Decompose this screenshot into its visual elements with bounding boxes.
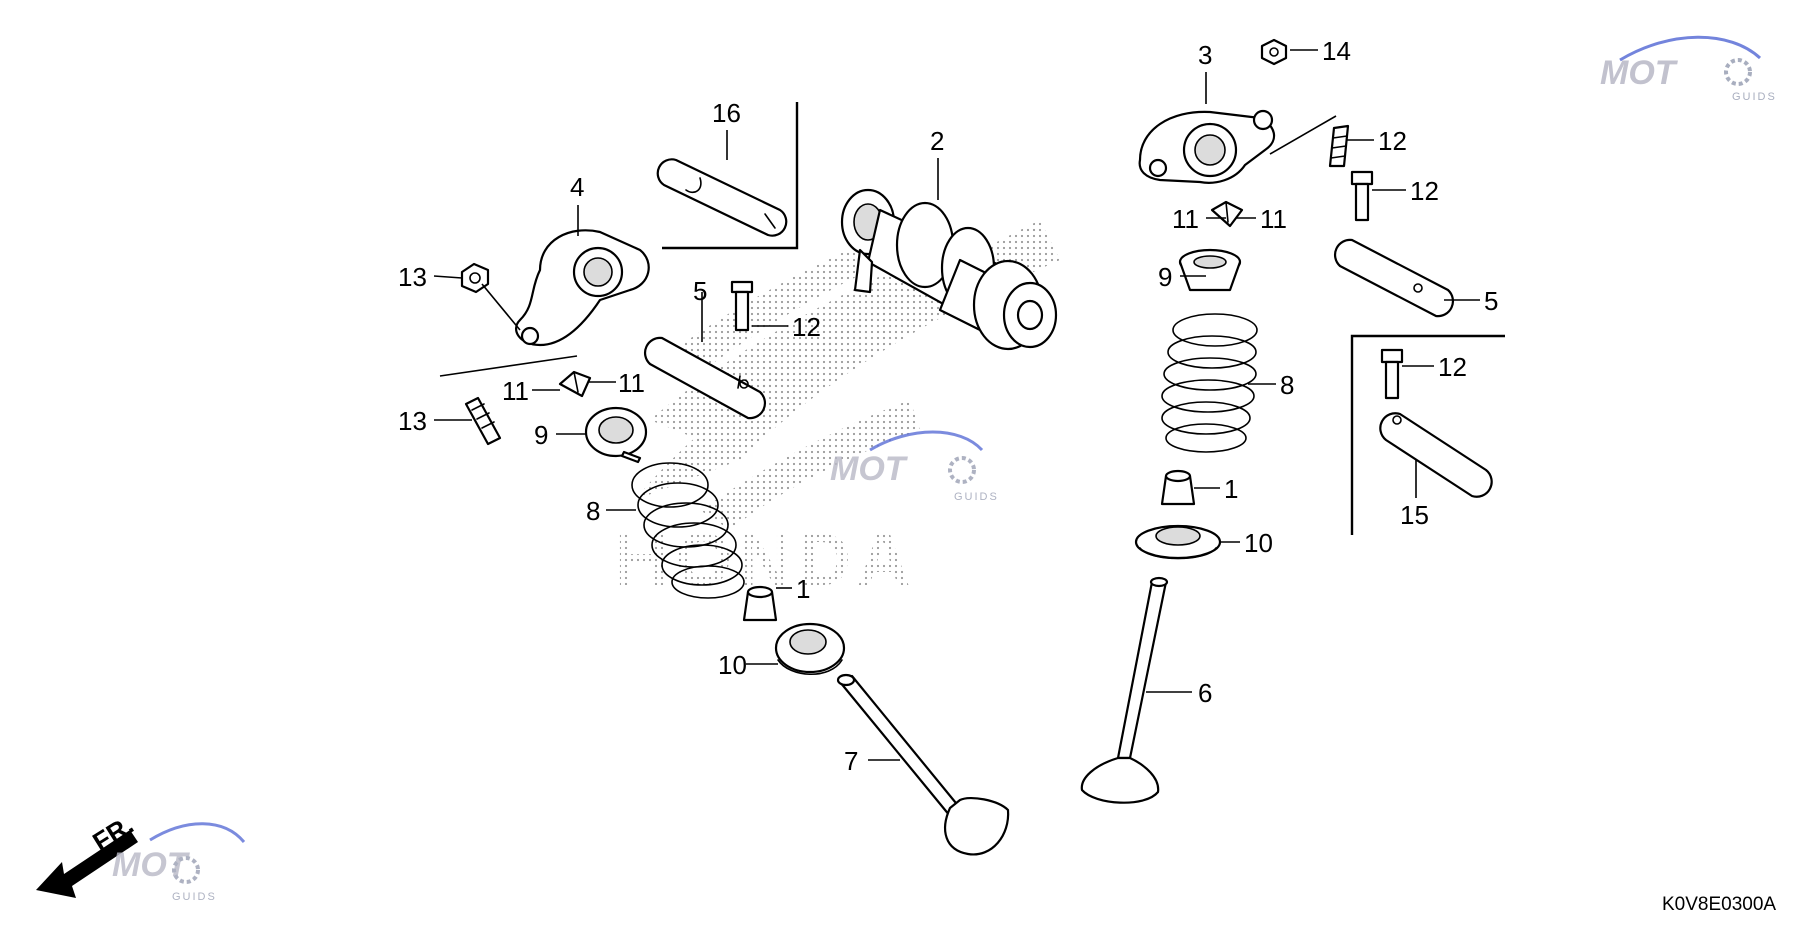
kit-frame-15 (1350, 334, 1505, 535)
callout-8-right: 8 (1280, 370, 1294, 400)
stem-seal-1-right (1160, 469, 1196, 506)
callout-2: 2 (930, 126, 944, 156)
watermark-logo-text: MOT (830, 450, 909, 488)
valve-6 (1080, 576, 1169, 804)
kit-frame-16 (662, 102, 799, 250)
callout-9-right: 9 (1158, 262, 1172, 292)
watermark-tagline: GUIDS (172, 891, 217, 903)
rocker-shaft-5-left (643, 336, 767, 420)
callout-11-right-b: 11 (1260, 204, 1287, 234)
callout-3: 3 (1198, 40, 1212, 70)
drawing-code: K0V8E0300A (1662, 894, 1776, 915)
callout-1-left: 1 (796, 574, 810, 604)
watermark-tagline: GUIDS (954, 491, 999, 503)
callout-12-right-top: 12 (1410, 176, 1439, 206)
valve-7 (836, 673, 1010, 856)
rocker-arm-4 (515, 229, 650, 347)
watermark-tagline: GUIDS (1732, 91, 1777, 103)
callout-11-left-a: 11 (502, 376, 529, 406)
callout-16: 16 (712, 98, 741, 128)
adjusting-screw-13-left (464, 396, 502, 446)
adjusting-screw-13-right (1328, 124, 1350, 168)
spring-seat-10-right (1134, 524, 1222, 560)
callout-12-right-box: 12 (1438, 352, 1467, 382)
camshaft (840, 188, 1058, 351)
valve-spring-8-right (1161, 313, 1258, 453)
lock-nut-14-left (460, 262, 490, 294)
callout-13-right: 12 (1378, 126, 1407, 156)
gear-icon (172, 856, 200, 884)
watermark-logo-center: MOT GUIDS (830, 430, 999, 503)
callouts: 16 2 4 13 13 5 12 11 11 9 8 1 10 7 3 14 … (398, 36, 1498, 776)
callout-4: 4 (570, 172, 584, 202)
callout-11-left-b: 11 (618, 368, 645, 398)
leader-lines (433, 49, 1480, 761)
watermark-logo-top-right: MOT GUIDS (1600, 35, 1777, 103)
watermark-logo-text: MOT (112, 846, 191, 884)
spring-retainer-9-right (1178, 248, 1242, 292)
callout-6: 6 (1198, 678, 1212, 708)
callout-8-left: 8 (586, 496, 600, 526)
bolt-12-right-top (1350, 170, 1374, 222)
callout-10-left: 10 (718, 650, 747, 680)
callout-5-left: 5 (693, 276, 707, 306)
stem-seal-1-left (742, 585, 778, 622)
rocker-shaft-5-right (1333, 238, 1455, 318)
callout-13-left: 13 (398, 406, 427, 436)
callout-9-left: 9 (534, 420, 548, 450)
lock-nut-14-right (1260, 38, 1288, 66)
callout-14-right: 14 (1322, 36, 1351, 66)
callout-11-right-a: 11 (1172, 204, 1199, 234)
spring-retainer-9-left (584, 406, 648, 464)
front-arrow-icon (36, 830, 138, 898)
cotter-11-left (558, 370, 592, 398)
rocker-shaft-15 (1379, 412, 1493, 498)
callout-1-right: 1 (1224, 474, 1238, 504)
gear-icon (948, 456, 976, 484)
rocker-shaft-16 (656, 158, 788, 237)
callout-12-left: 12 (792, 312, 821, 342)
callout-15: 15 (1400, 500, 1429, 530)
valve-spring-8-left (631, 462, 745, 599)
watermark-logo-bottom-left: MOT GUIDS (112, 822, 246, 903)
gear-icon (1724, 58, 1752, 86)
watermark-logo-text: MOT (1600, 54, 1679, 92)
callout-14-left: 13 (398, 262, 427, 292)
spring-seat-10-left (774, 622, 846, 676)
cotter-11-right (1210, 200, 1244, 228)
callout-10-right: 10 (1244, 528, 1273, 558)
callout-7: 7 (844, 746, 858, 776)
bolt-12-right-box (1380, 348, 1404, 400)
bolt-12-left (730, 280, 754, 332)
callout-5-right: 5 (1484, 286, 1498, 316)
rocker-arm-3 (1138, 109, 1276, 184)
